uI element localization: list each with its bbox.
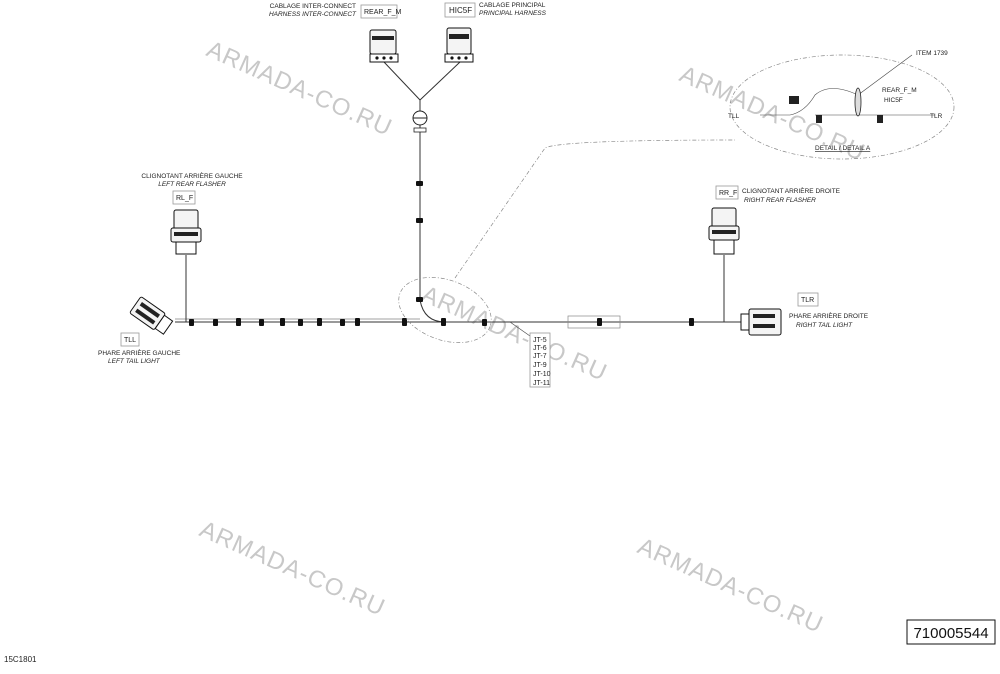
detail-item-label: ITEM 1739 [916, 50, 948, 57]
grommet [412, 110, 428, 133]
connector-rl-f: CLIGNOTANT ARRIÈRE GAUCHE LEFT REAR FLAS… [141, 171, 243, 255]
connector-tag: RR_F [719, 190, 737, 197]
connector-tag: TLR [801, 297, 814, 304]
junction-label: JT-6 [533, 345, 547, 352]
grommet-icon [854, 87, 862, 117]
connector-label-fr: CABLAGE INTER-CONNECT [270, 3, 356, 10]
junction-label: JT-10 [533, 371, 551, 378]
junction-label: JT-9 [533, 362, 547, 369]
watermark: ARMADA-CO.RU [196, 516, 390, 622]
connector-label-fr: CABLAGE PRINCIPAL [479, 2, 546, 9]
connector-label-fr: PHARE ARRIÈRE DROITE [789, 311, 869, 320]
detail-rear-label: REAR_F_M [882, 87, 917, 94]
connector-label-en: RIGHT REAR FLASHER [744, 197, 816, 204]
connector-label-en: HARNESS INTER-CONNECT [269, 11, 357, 18]
connector-label-en: LEFT REAR FLASHER [158, 181, 226, 188]
connector-label-fr: PHARE ARRIÈRE GAUCHE [98, 348, 181, 357]
clip-icon [789, 96, 799, 104]
watermark: ARMADA-CO.RU [418, 281, 612, 387]
junction-label: JT-11 [533, 380, 550, 387]
connector-tag: REAR_F_M [364, 9, 402, 16]
connector-label-fr: CLIGNOTANT ARRIÈRE DROITE [742, 186, 841, 195]
clip-icon [877, 115, 883, 123]
detail-hic-label: HIC5F [884, 97, 903, 104]
detail-callout [398, 54, 955, 343]
connector-label-en: PRINCIPAL HARNESS [479, 10, 547, 17]
connector-label-en: LEFT TAIL LIGHT [108, 358, 161, 365]
connector-rr-f: RR_F CLIGNOTANT ARRIÈRE DROITE RIGHT REA… [708, 185, 841, 255]
connector-label-en: RIGHT TAIL LIGHT [796, 322, 853, 329]
detail-tll-label: TLL [728, 113, 740, 120]
junction-list: JT-5 JT-6 JT-7 JT-9 JT-10 JT-11 [509, 321, 551, 388]
connector-tll: TLL PHARE ARRIÈRE GAUCHE LEFT TAIL LIGHT [98, 296, 181, 365]
connector-label-fr: CLIGNOTANT ARRIÈRE GAUCHE [141, 171, 243, 180]
part-number: 710005544 [913, 625, 988, 642]
figure-code: 15C1801 [4, 655, 37, 664]
detail-title: DETAIL / DETAIL A [815, 145, 871, 152]
connector-tag: TLL [124, 337, 136, 344]
harness-clips [189, 181, 694, 326]
part-number-block: 710005544 [906, 619, 996, 645]
harness-wires [175, 61, 742, 329]
connector-hic5f: HIC5F CABLAGE PRINCIPAL PRINCIPAL HARNES… [444, 2, 547, 63]
junction-label: JT-7 [533, 353, 547, 360]
connector-tlr: TLR PHARE ARRIÈRE DROITE RIGHT TAIL LIGH… [740, 292, 869, 336]
connector-tag: HIC5F [449, 6, 472, 15]
watermark: ARMADA-CO.RU [203, 36, 397, 142]
detail-tlr-label: TLR [930, 113, 943, 120]
detail-a: ITEM 1739 REAR_F_M HIC5F TLR TLL DETAIL … [728, 50, 948, 152]
connector-tag: RL_F [176, 195, 193, 202]
connector-rear-f-m: REAR_F_M CABLAGE INTER-CONNECT HARNESS I… [269, 3, 402, 63]
watermark: ARMADA-CO.RU [634, 533, 828, 639]
clip-icon [816, 115, 822, 123]
junction-label: JT-5 [533, 337, 547, 344]
